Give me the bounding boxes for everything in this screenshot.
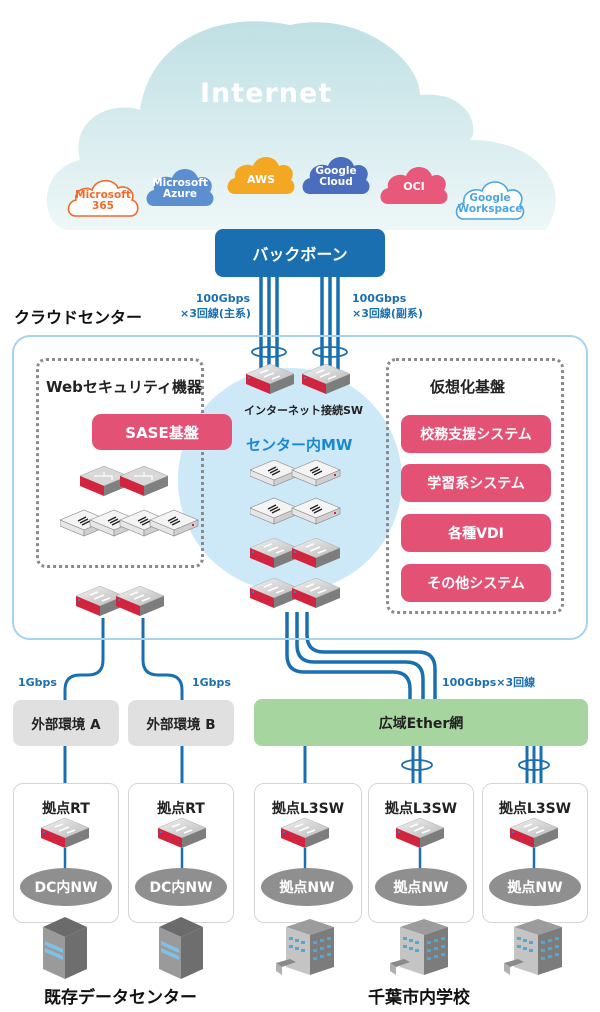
switch-icon (245, 363, 295, 395)
school-site-device-label: 拠点L3SW (271, 801, 345, 817)
dc-site-device-label: 拠点RT (157, 801, 205, 817)
switch-icon (40, 817, 90, 849)
center-mw-devices (250, 460, 341, 609)
aws-label: AWS (246, 173, 276, 186)
secondary-speed-text: 100Gbps (352, 292, 407, 305)
oci-cloud-icon (380, 167, 448, 204)
internet-switches (245, 363, 351, 395)
google-cloud-cloud-icon (302, 157, 370, 194)
switch-icon (291, 537, 341, 569)
secondary-link-speed: 100Gbps ×3回線(副系) (352, 292, 423, 322)
school-network-1: 拠点NW (261, 868, 353, 906)
switch-icon (509, 817, 559, 849)
secondary-lines-text: ×3回線(副系) (352, 306, 423, 320)
cloud-center-title: クラウドセンター (14, 308, 143, 327)
external-switches (75, 585, 165, 617)
school-site-device-label: 拠点L3SW (498, 801, 572, 817)
wan-ether-network: 広域Ether網 (254, 699, 588, 746)
school-lines (303, 746, 543, 785)
datacenter-server-icon (43, 917, 87, 979)
switch-icon (157, 817, 207, 849)
bundle-ring (251, 346, 287, 358)
external-a-speed: 1Gbps (18, 676, 57, 689)
datacenter-title: 既存データセンター (44, 988, 197, 1008)
wan-link-speed: 100Gbps×3回線 (442, 676, 536, 689)
virtualization-group (386, 358, 564, 614)
server-icon (291, 497, 341, 525)
external-env-a: 外部環境 A (13, 700, 119, 746)
bundle-ring (312, 346, 348, 358)
school-network-2: 拠点NW (375, 868, 467, 906)
server-icon (291, 460, 341, 487)
microsoft-azure-cloud-icon (146, 169, 214, 206)
switch-icon (250, 577, 299, 609)
school-building-icon (276, 919, 334, 975)
oci-label: OCI (403, 180, 425, 193)
microsoft-365-cloud-icon (67, 179, 139, 217)
system-learning: 学習系システム (401, 464, 551, 502)
switch-icon (395, 817, 445, 849)
center-mw-zone (178, 368, 402, 592)
server-icon (250, 460, 299, 487)
backbone-node: バックボーン (215, 229, 385, 277)
center-mw-label: センター内MW (246, 436, 353, 454)
school-building-icon (504, 919, 562, 975)
web-security-devices (60, 466, 199, 537)
server-icon (250, 497, 299, 525)
site-inner-lines (63, 848, 536, 870)
internet-sw-label: インターネット接続SW (244, 404, 364, 417)
external-b-speed: 1Gbps (192, 676, 231, 689)
dc-site-device-label: 拠点RT (42, 801, 90, 817)
router-icon (119, 466, 169, 497)
dc-network-1: DC内NW (20, 868, 112, 906)
school-site-device-label: 拠点L3SW (384, 801, 458, 817)
switch-icon (301, 363, 351, 395)
internet-title: Internet (200, 78, 333, 109)
school-network-3: 拠点NW (489, 868, 581, 906)
sase-platform: SASE基盤 (92, 414, 232, 450)
switch-icon (291, 577, 341, 609)
virtualization-title: 仮想化基盤 (430, 378, 506, 396)
web-security-group (36, 358, 204, 568)
schools-title: 千葉市内学校 (368, 988, 470, 1008)
cloud-center-box (12, 335, 588, 640)
dc-network-2: DC内NW (135, 868, 227, 906)
external-env-b: 外部環境 B (128, 700, 234, 746)
switch-icon (280, 817, 330, 849)
primary-lines-text: ×3回線(主系) (180, 306, 251, 320)
external-lines (63, 618, 184, 785)
datacenter-server-icon (159, 917, 203, 979)
aws-cloud-icon (227, 157, 295, 194)
primary-link-speed: 100Gbps ×3回線(主系) (180, 292, 251, 322)
wan-uplink-lines (285, 612, 437, 700)
google-workspace-cloud-icon (455, 181, 525, 220)
building-icons (43, 917, 562, 979)
switch-icon (115, 585, 165, 617)
system-vdi: 各種VDI (401, 514, 551, 552)
bundle-ring (401, 759, 433, 771)
switch-icon (250, 537, 299, 569)
web-security-title: Webセキュリティ機器 (46, 378, 203, 396)
bundle-ring (518, 759, 550, 771)
server-icon (149, 509, 199, 537)
primary-speed-text: 100Gbps (195, 292, 250, 305)
system-school-admin: 校務支援システム (401, 415, 551, 453)
backbone-label: バックボーン (252, 245, 348, 264)
system-other: その他システム (401, 564, 551, 602)
school-building-icon (390, 919, 448, 975)
